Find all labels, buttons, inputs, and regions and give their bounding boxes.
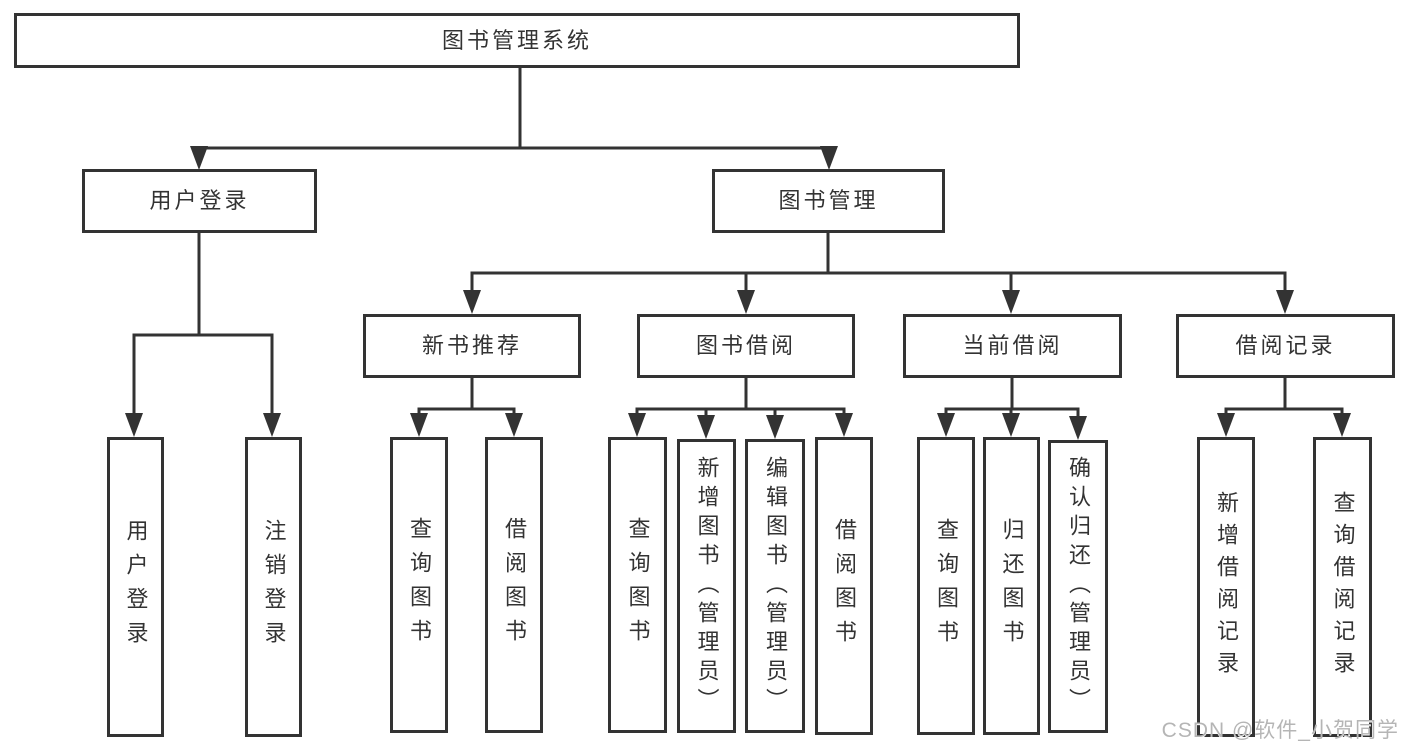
arrowhead-down: [125, 413, 143, 437]
node-new-book-recommendation: 新书推荐: [363, 314, 581, 378]
arrowhead-down: [1069, 416, 1087, 440]
arrowhead-down: [820, 146, 838, 170]
arrowhead-down: [1002, 413, 1020, 437]
leaf-query-books-borrow: 查询图书: [608, 437, 667, 733]
leaf-confirm-return-admin: 确认归还（管理员）: [1048, 440, 1108, 733]
arrowhead-down: [697, 415, 715, 439]
leaf-borrow-books-recommend: 借阅图书: [485, 437, 543, 733]
arrowhead-down: [1002, 290, 1020, 314]
node-current-borrowing: 当前借阅: [903, 314, 1122, 378]
arrowhead-down: [1217, 413, 1235, 437]
node-library-management-system: 图书管理系统: [14, 13, 1020, 68]
leaf-add-borrow-record: 新增借阅记录: [1197, 437, 1255, 737]
arrowhead-down: [410, 413, 428, 437]
leaf-logout: 注销登录: [245, 437, 302, 737]
leaf-user-login: 用户登录: [107, 437, 164, 737]
node-user-login: 用户登录: [82, 169, 317, 233]
leaf-edit-books-admin: 编辑图书（管理员）: [745, 439, 805, 733]
watermark: CSDN @软件_小贺同学: [1161, 719, 1399, 742]
leaf-query-borrow-record: 查询借阅记录: [1313, 437, 1372, 737]
leaf-query-books-current: 查询图书: [917, 437, 975, 735]
leaf-borrow-books: 借阅图书: [815, 437, 873, 735]
arrowhead-down: [737, 290, 755, 314]
arrowhead-down: [1333, 413, 1351, 437]
leaf-return-books: 归还图书: [983, 437, 1040, 735]
arrowhead-down: [628, 413, 646, 437]
arrowhead-down: [505, 413, 523, 437]
leaf-query-books-recommend: 查询图书: [390, 437, 448, 733]
arrowhead-down: [463, 290, 481, 314]
arrowhead-down: [263, 413, 281, 437]
arrowhead-down: [835, 413, 853, 437]
node-book-borrowing: 图书借阅: [637, 314, 855, 378]
node-borrowing-records: 借阅记录: [1176, 314, 1395, 378]
node-book-management: 图书管理: [712, 169, 945, 233]
arrowhead-down: [190, 146, 208, 170]
leaf-add-books-admin: 新增图书（管理员）: [677, 439, 736, 733]
arrowhead-down: [766, 415, 784, 439]
arrowhead-down: [1276, 290, 1294, 314]
arrowhead-down: [937, 413, 955, 437]
